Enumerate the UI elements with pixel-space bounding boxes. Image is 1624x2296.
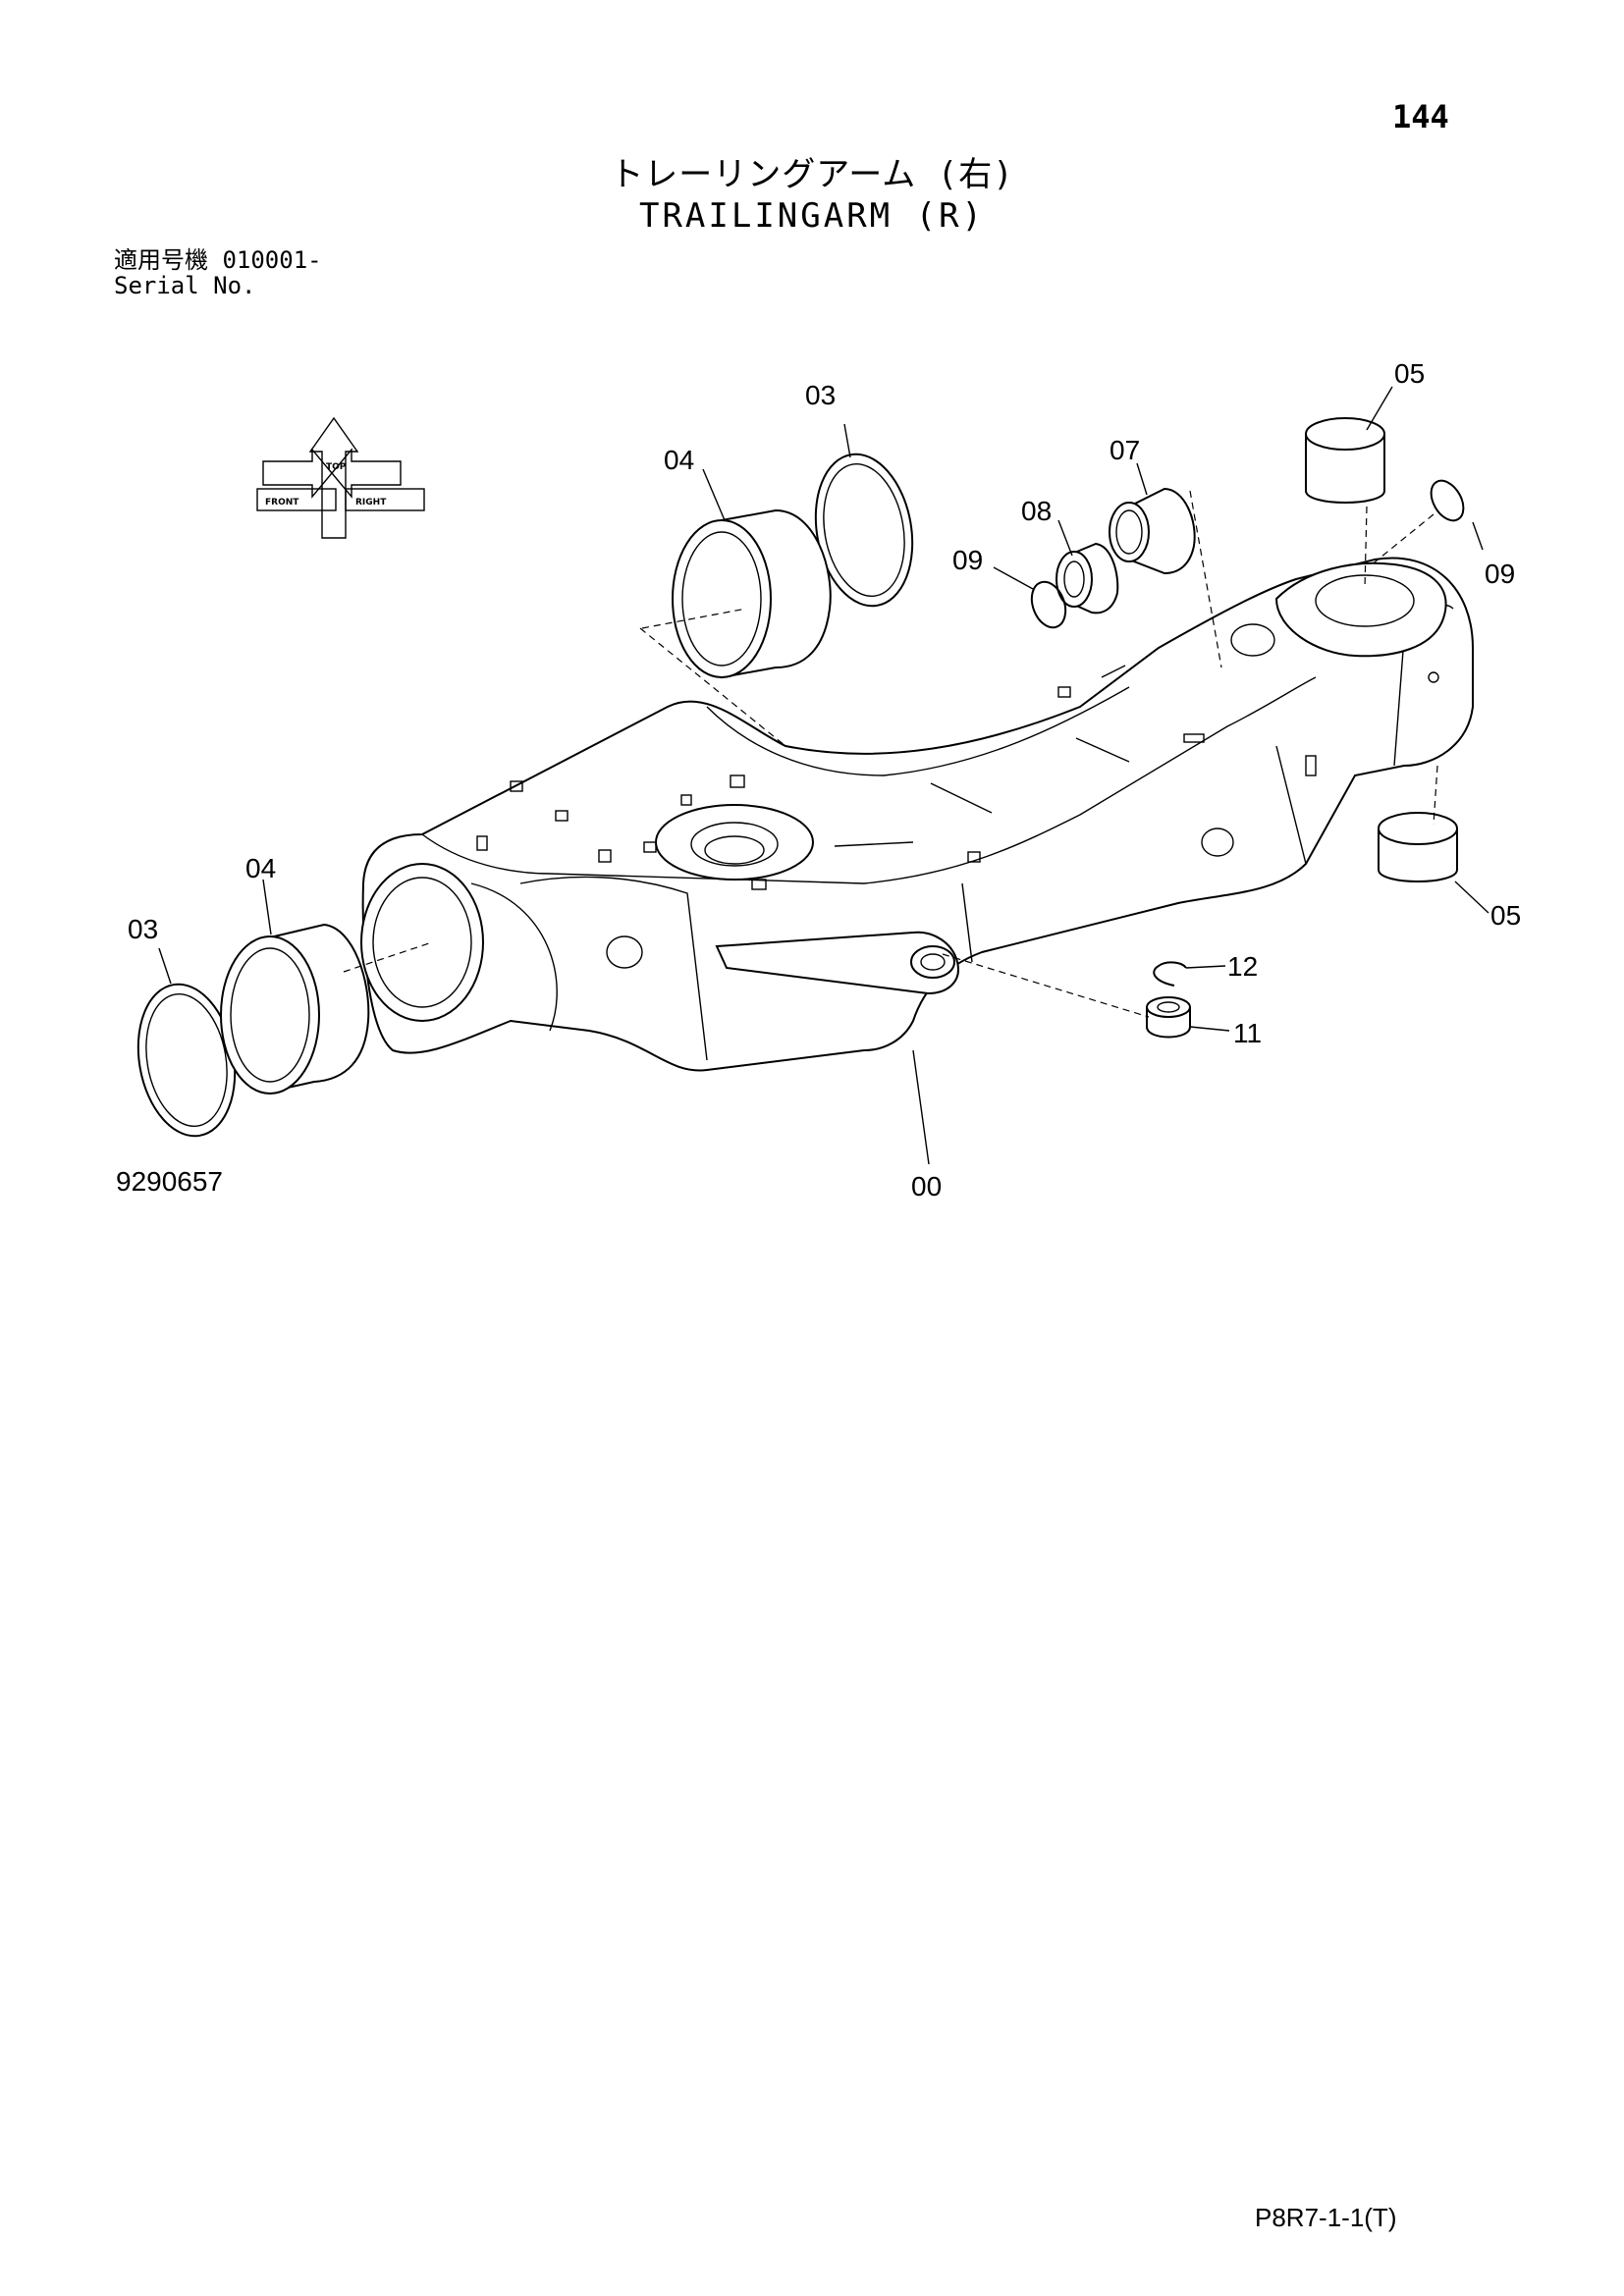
callout-09-left: 09 xyxy=(952,545,983,575)
part-12-ring xyxy=(1153,961,1187,987)
part-04-left-bushing xyxy=(220,923,370,1095)
part-08-bearing xyxy=(1056,542,1119,614)
part-05-top-bushing xyxy=(1305,417,1385,504)
callout-05-bottom: 05 xyxy=(1490,900,1521,931)
orientation-badge: FRONT RIGHT TOP xyxy=(256,416,425,539)
callout-12: 12 xyxy=(1227,951,1258,982)
page-number: 144 xyxy=(1392,98,1449,135)
serial-label-jp: 適用号機 xyxy=(114,246,208,274)
title-english: TRAILINGARM (R) xyxy=(638,196,986,236)
serial-value: 010001- xyxy=(222,246,322,274)
callout-11: 11 xyxy=(1233,1018,1262,1048)
part-05-bottom-bushing xyxy=(1378,812,1458,882)
part-09-left-ring xyxy=(1030,580,1067,629)
callout-03-left: 03 xyxy=(128,914,158,944)
callout-05-top: 05 xyxy=(1394,358,1425,389)
footer-code: P8R7-1-1(T) xyxy=(1255,2203,1397,2232)
callout-08: 08 xyxy=(1021,496,1052,526)
part-03-top-ring xyxy=(814,453,914,608)
drawing-number: 9290657 xyxy=(116,1166,224,1197)
callout-03-top: 03 xyxy=(805,380,836,410)
badge-top-label: TOP xyxy=(326,462,347,472)
badge-right-label: RIGHT xyxy=(355,498,387,507)
part-11-bearing xyxy=(1146,996,1191,1039)
serial-label-en: Serial No. xyxy=(114,272,256,299)
trailing-arm-body xyxy=(360,557,1474,1072)
title-japanese: トレーリングアーム (右) xyxy=(610,155,1014,194)
callout-04-top: 04 xyxy=(664,445,694,475)
callout-09-right: 09 xyxy=(1485,559,1515,589)
callout-04-left: 04 xyxy=(245,853,276,883)
part-07-bushing xyxy=(1109,487,1196,575)
callout-00: 00 xyxy=(911,1171,942,1201)
serial-block: 適用号機 010001- Serial No. xyxy=(114,247,322,298)
part-04-top-bushing xyxy=(672,508,832,679)
part-09-right-ring xyxy=(1430,479,1465,522)
callout-07: 07 xyxy=(1110,435,1140,465)
badge-front-label: FRONT xyxy=(265,498,299,507)
